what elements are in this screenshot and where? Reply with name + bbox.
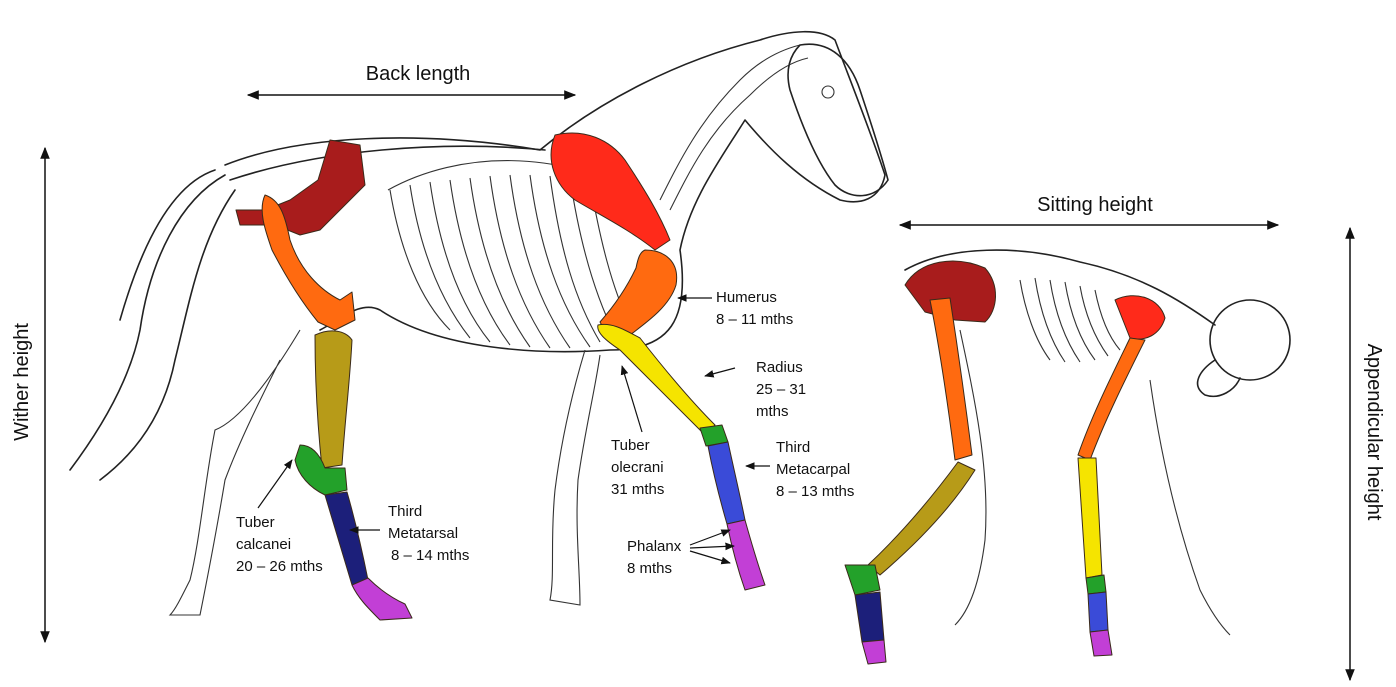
horse-scapula <box>551 133 670 250</box>
horse-tail <box>70 170 235 480</box>
primate-carpus <box>1086 575 1106 594</box>
primate-tarsus <box>845 565 880 595</box>
primate-femur <box>930 298 972 460</box>
humerus-label: Humerus 8 – 11 mths <box>716 289 793 328</box>
phalanx-leader-1 <box>690 530 730 545</box>
radius-leader <box>705 368 735 376</box>
back-length-label: Back length <box>366 63 471 85</box>
primate-humerus <box>1078 338 1145 460</box>
horse-hind-phalanx <box>352 578 412 620</box>
tuber-calcanei-label: Tuber calcanei 20 – 26 mths <box>236 514 323 575</box>
phalanx-leader-2 <box>690 546 734 548</box>
horse-metatarsal <box>325 492 368 585</box>
tuber-olecrani-leader <box>622 366 642 432</box>
primate-metatarsal <box>855 592 884 642</box>
primate-scapula <box>1115 296 1165 339</box>
phalanx-label: Phalanx 8 mths <box>627 538 685 577</box>
horse-far-foreleg <box>550 350 600 605</box>
horse-skull <box>788 44 888 195</box>
radius-label: Radius 25 – 31 mths <box>756 359 810 420</box>
primate-skeleton <box>845 250 1290 664</box>
primate-metacarpal <box>1088 592 1108 632</box>
primate-fore-phalanx <box>1090 630 1112 656</box>
phalanx-leader-3 <box>690 551 730 563</box>
third-metatarsal-label: Third Metatarsal 8 – 14 mths <box>388 503 469 564</box>
horse-tibia <box>315 331 352 468</box>
horse-spine <box>230 146 545 180</box>
horse-radius <box>598 324 715 435</box>
appendicular-height-label: Appendicular height <box>1363 344 1385 521</box>
primate-hind-phalanx <box>862 640 886 664</box>
primate-radius <box>1078 458 1102 578</box>
wither-height-label: Wither height <box>11 323 33 441</box>
tuber-calcanei-leader <box>258 460 292 508</box>
horse-neck-vertebrae <box>660 45 808 210</box>
primate-tibia <box>868 462 975 575</box>
third-metacarpal-label: Third Metacarpal 8 – 13 mths <box>776 439 854 500</box>
primate-ribcage <box>1020 278 1120 362</box>
horse-metacarpal <box>708 442 745 524</box>
horse-eye-socket <box>822 86 834 98</box>
primate-skull <box>1210 300 1290 380</box>
tuber-olecrani-label: Tuber olecrani 31 mths <box>611 437 668 498</box>
sitting-height-label: Sitting height <box>1037 194 1153 216</box>
horse-fore-phalanx <box>727 520 765 590</box>
